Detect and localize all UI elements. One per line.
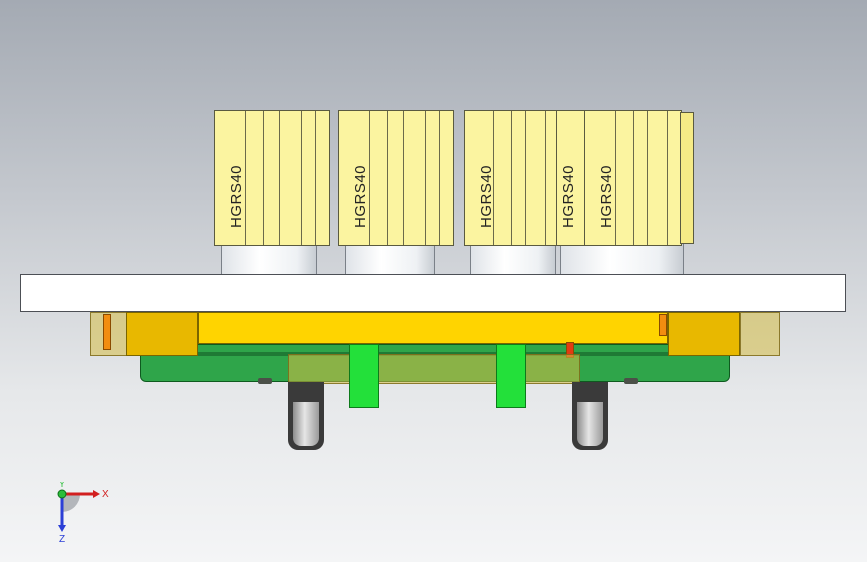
cylinder-3-body[interactable]: HGRS40: [464, 110, 558, 246]
cylinder-5-body[interactable]: HGRS40: [584, 110, 682, 246]
cylinder-2-body[interactable]: HGRS40: [338, 110, 454, 246]
cylinder-3-label-wrap: HGRS40: [477, 156, 497, 236]
cylinder-5-label-wrap: HGRS40: [597, 156, 617, 236]
right-green-guide[interactable]: [496, 344, 526, 408]
cylinder-1-label-wrap: HGRS40: [227, 156, 247, 236]
screw-head-left: [258, 378, 272, 384]
right-yellow-bracket: [668, 312, 740, 356]
triad-z-label: Z: [59, 534, 65, 545]
cylinder-3-label: HGRS40: [478, 164, 496, 228]
left-suction-pad[interactable]: [288, 382, 324, 450]
cylinder-4-label: HGRS40: [560, 164, 578, 228]
left-yellow-bracket: [126, 312, 198, 356]
triad-y-label: Y: [59, 482, 65, 489]
cylinder-2-label-wrap: HGRS40: [351, 156, 371, 236]
cylinder-4-body[interactable]: HGRS40: [556, 110, 586, 246]
yellow-base-block[interactable]: [198, 312, 668, 344]
cylinder-2-rod: [345, 244, 435, 276]
cylinder-1-rod: [221, 244, 317, 276]
cylinder-4-label-wrap: HGRS40: [559, 156, 579, 236]
cylinder-2-label: HGRS40: [352, 164, 370, 228]
right-orange-pin: [659, 314, 667, 336]
screw-head-right: [624, 378, 638, 384]
triad-svg: X Y Z: [57, 479, 109, 545]
cylinder-5-endcap: [680, 112, 694, 244]
cylinder-1-label: HGRS40: [228, 164, 246, 228]
coordinate-triad: X Y Z: [46, 479, 116, 546]
right-suction-pad-inner: [577, 402, 603, 446]
triad-x-label: X: [102, 489, 109, 500]
mounting-plate[interactable]: [20, 274, 846, 312]
cylinder-5-label: HGRS40: [598, 164, 616, 228]
left-suction-pad-inner: [293, 402, 319, 446]
left-orange-pin: [103, 314, 111, 350]
cylinder-4-rod: [560, 244, 684, 276]
center-translucent-strip: [288, 354, 580, 384]
right-side-block: [740, 312, 780, 356]
left-green-guide[interactable]: [349, 344, 379, 408]
cylinder-3-rod: [470, 244, 556, 276]
cylinder-1-body[interactable]: HGRS40: [214, 110, 330, 246]
right-suction-pad[interactable]: [572, 382, 608, 450]
